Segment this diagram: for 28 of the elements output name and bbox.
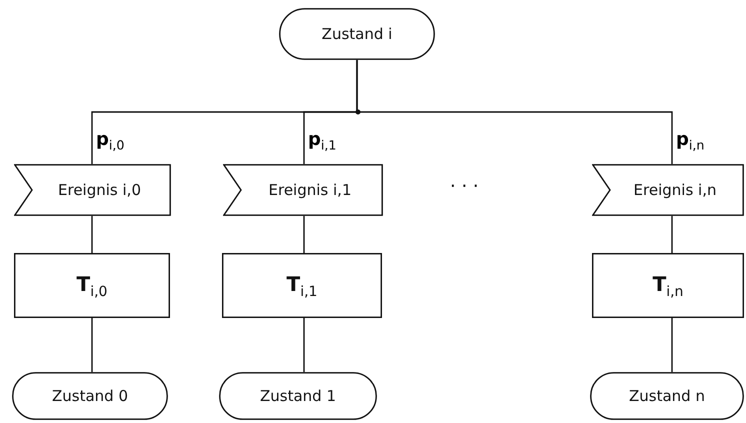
connector-line — [303, 318, 305, 372]
terminal-shape — [590, 372, 744, 420]
terminal-shape — [12, 372, 168, 420]
node-text: T$_{i,0}$ — [76, 272, 108, 300]
connector-line — [303, 216, 305, 253]
ellipsis-text: · · · — [450, 176, 479, 197]
event-shape — [592, 164, 744, 216]
process-box — [222, 253, 382, 318]
node-text: Ereignis i,1 — [268, 181, 352, 199]
process-box — [592, 253, 744, 318]
node-text: Ereignis i,n — [634, 181, 716, 199]
process-box — [14, 253, 170, 318]
connector-line — [671, 318, 673, 372]
node-text: T$_{i,n}$ — [652, 272, 684, 300]
connector-line — [91, 216, 93, 253]
terminal-shape — [279, 8, 435, 60]
connector-line — [91, 318, 93, 372]
node-text: Zustand 1 — [260, 387, 336, 405]
event-shape — [223, 164, 383, 216]
connector-line — [356, 60, 673, 164]
event-shape — [14, 164, 171, 216]
node-text: Zustand 0 — [52, 387, 128, 405]
connector-line — [671, 216, 673, 253]
node-text: Zustand i — [322, 25, 392, 43]
terminal-shape — [219, 372, 377, 420]
node-text: Zustand n — [629, 387, 705, 405]
node-text: Ereignis i,0 — [58, 181, 141, 199]
node-text: T$_{i,1}$ — [286, 272, 318, 300]
